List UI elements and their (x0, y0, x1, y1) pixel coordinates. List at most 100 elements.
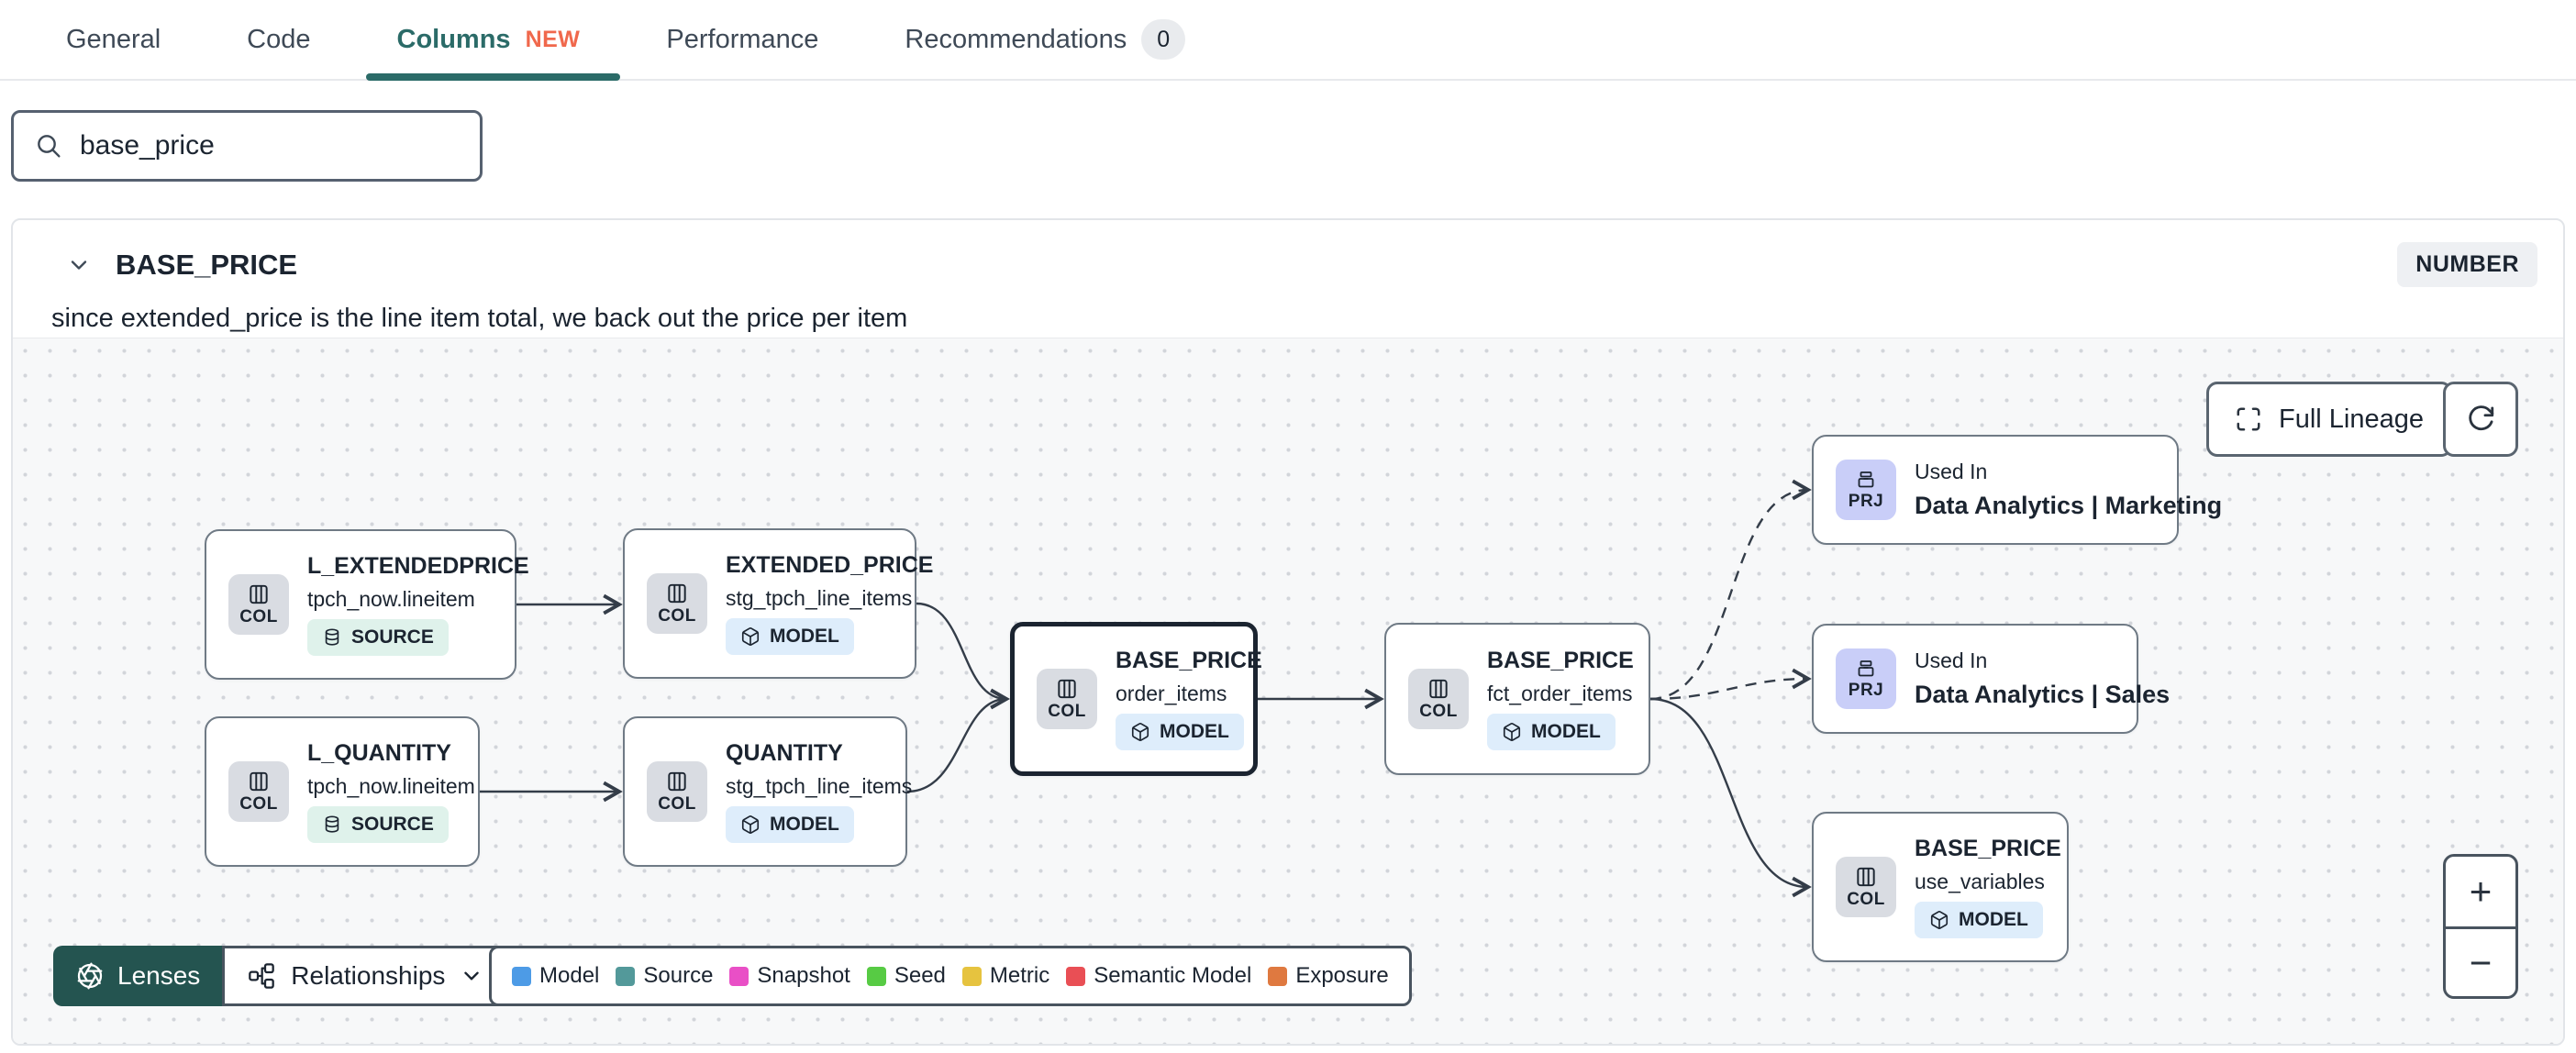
tab-recommendations[interactable]: Recommendations 0 (905, 0, 1186, 79)
node-subtitle: order_items (1116, 682, 1227, 705)
lineage-node-base-price-use-variables[interactable]: COL BASE_PRICE use_variables MODEL (1812, 812, 2069, 962)
node-title: Data Analytics | Marketing (1915, 492, 2223, 519)
node-body: L_QUANTITY tpch_now.lineitem SOURCE (307, 740, 475, 843)
search-box[interactable] (11, 110, 483, 182)
lineage-node-base-price-fct-order-items[interactable]: COL BASE_PRICE fct_order_items MODEL (1384, 623, 1650, 775)
node-type-legend: Model Source Snapshot Seed Metric Semant… (489, 946, 1412, 1006)
node-body: EXTENDED_PRICE stg_tpch_line_items MODEL (726, 552, 934, 655)
model-pill: MODEL (1915, 902, 2043, 938)
node-subtitle: use_variables (1915, 870, 2045, 893)
database-icon (325, 628, 339, 646)
legend-label: Model (539, 963, 600, 988)
project-badge: PRJ (1836, 460, 1896, 520)
lineage-node-base-price-order-items[interactable]: COL BASE_PRICE order_items MODEL (1010, 622, 1262, 776)
search-input[interactable] (80, 130, 460, 161)
legend-swatch (616, 966, 636, 986)
node-title: BASE_PRICE (1116, 648, 1262, 673)
legend-label: Seed (894, 963, 946, 988)
full-lineage-label: Full Lineage (2279, 404, 2424, 434)
column-badge: COL (1037, 669, 1097, 729)
fullscreen-icon (2237, 407, 2260, 431)
full-lineage-button[interactable]: Full Lineage (2206, 382, 2452, 457)
archive-icon (1858, 471, 1874, 487)
column-badge: COL (1408, 669, 1469, 729)
legend-item-metric: Metric (961, 963, 1050, 989)
zoom-out-button[interactable]: − (2446, 926, 2515, 996)
search-icon (38, 135, 61, 158)
tab-label: Performance (666, 24, 819, 54)
node-title: Data Analytics | Sales (1915, 681, 2171, 708)
model-pill: MODEL (1487, 714, 1616, 750)
columns-icon (668, 771, 686, 791)
legend-label: Exposure (1295, 963, 1389, 988)
column-badge: COL (228, 761, 289, 822)
lineage-node-used-in-sales[interactable]: PRJ Used In Data Analytics | Sales (1812, 624, 2171, 734)
collapse-chevron-icon[interactable] (66, 252, 92, 278)
used-in-label: Used In (1915, 648, 1988, 672)
node-body: QUANTITY stg_tpch_line_items MODEL (726, 740, 912, 843)
tab-general[interactable]: General (66, 0, 161, 79)
column-card-header: BASE_PRICE NUMBER (13, 220, 2563, 287)
legend-label: Metric (989, 963, 1050, 988)
node-type-label: MODEL (1160, 721, 1229, 742)
aperture-icon (77, 962, 103, 990)
model-pill: MODEL (726, 806, 854, 843)
legend-item-source: Source (616, 963, 713, 989)
node-body: Used In Data Analytics | Marketing (1915, 460, 2223, 520)
badge-label: COL (1048, 701, 1086, 721)
node-title: EXTENDED_PRICE (726, 552, 934, 578)
column-badge: COL (647, 573, 707, 634)
zoom-in-button[interactable]: + (2469, 870, 2493, 913)
node-subtitle: fct_order_items (1487, 682, 1633, 705)
columns-icon (1058, 679, 1076, 698)
source-pill: SOURCE (307, 806, 449, 843)
tab-performance[interactable]: Performance (666, 0, 818, 79)
columns-icon (1429, 679, 1448, 698)
lineage-node-quantity[interactable]: COL QUANTITY stg_tpch_line_items MODEL (623, 716, 912, 867)
cube-icon (1131, 723, 1149, 741)
data-type-badge: NUMBER (2397, 242, 2537, 287)
badge-label: COL (1847, 889, 1885, 909)
node-type-label: MODEL (1531, 721, 1601, 742)
column-description: since extended_price is the line item to… (51, 304, 908, 333)
model-pill: MODEL (1116, 714, 1244, 750)
column-name: BASE_PRICE (116, 248, 298, 281)
badge-label: COL (658, 793, 696, 814)
legend-swatch (866, 966, 886, 986)
badge-label: PRJ (1848, 680, 1884, 700)
badge-label: COL (239, 606, 278, 626)
legend-item-model: Model (512, 963, 599, 989)
legend-swatch (512, 966, 531, 986)
refresh-button[interactable] (2443, 382, 2518, 457)
lineage-canvas[interactable]: COL L_EXTENDEDPRICE tpch_now.lineitem SO… (13, 338, 2563, 1044)
cube-icon (1503, 723, 1521, 741)
node-type-label: SOURCE (351, 626, 434, 648)
node-subtitle: stg_tpch_line_items (726, 586, 913, 610)
node-type-label: MODEL (1959, 909, 2028, 930)
lenses-group: Lenses Relationships (53, 946, 509, 1006)
relationships-icon (249, 963, 275, 989)
lineage-node-l-extendedprice[interactable]: COL L_EXTENDEDPRICE tpch_now.lineitem SO… (205, 529, 529, 680)
lineage-node-l-quantity[interactable]: COL L_QUANTITY tpch_now.lineitem SOURCE (205, 716, 480, 867)
lenses-button[interactable]: Lenses (53, 946, 223, 1006)
badge-label: COL (658, 605, 696, 626)
node-type-label: SOURCE (351, 814, 434, 835)
tab-label: Columns (396, 24, 511, 54)
lineage-node-extended-price[interactable]: COL EXTENDED_PRICE stg_tpch_line_items M… (623, 528, 934, 679)
source-pill: SOURCE (307, 619, 449, 656)
zoom-control: + − (2443, 854, 2518, 999)
columns-icon (1857, 867, 1875, 886)
legend-swatch (1066, 966, 1086, 986)
node-body: BASE_PRICE order_items MODEL (1116, 648, 1262, 750)
project-badge: PRJ (1836, 648, 1896, 709)
legend-swatch (729, 966, 749, 986)
column-badge: COL (647, 761, 707, 822)
tab-columns[interactable]: Columns NEW (365, 0, 621, 81)
node-type-label: MODEL (770, 814, 839, 835)
tab-code[interactable]: Code (247, 0, 310, 79)
lineage-node-used-in-marketing[interactable]: PRJ Used In Data Analytics | Marketing (1812, 435, 2223, 545)
relationships-dropdown[interactable]: Relationships (222, 946, 509, 1006)
node-title: L_QUANTITY (307, 740, 451, 766)
column-badge: COL (228, 574, 289, 635)
